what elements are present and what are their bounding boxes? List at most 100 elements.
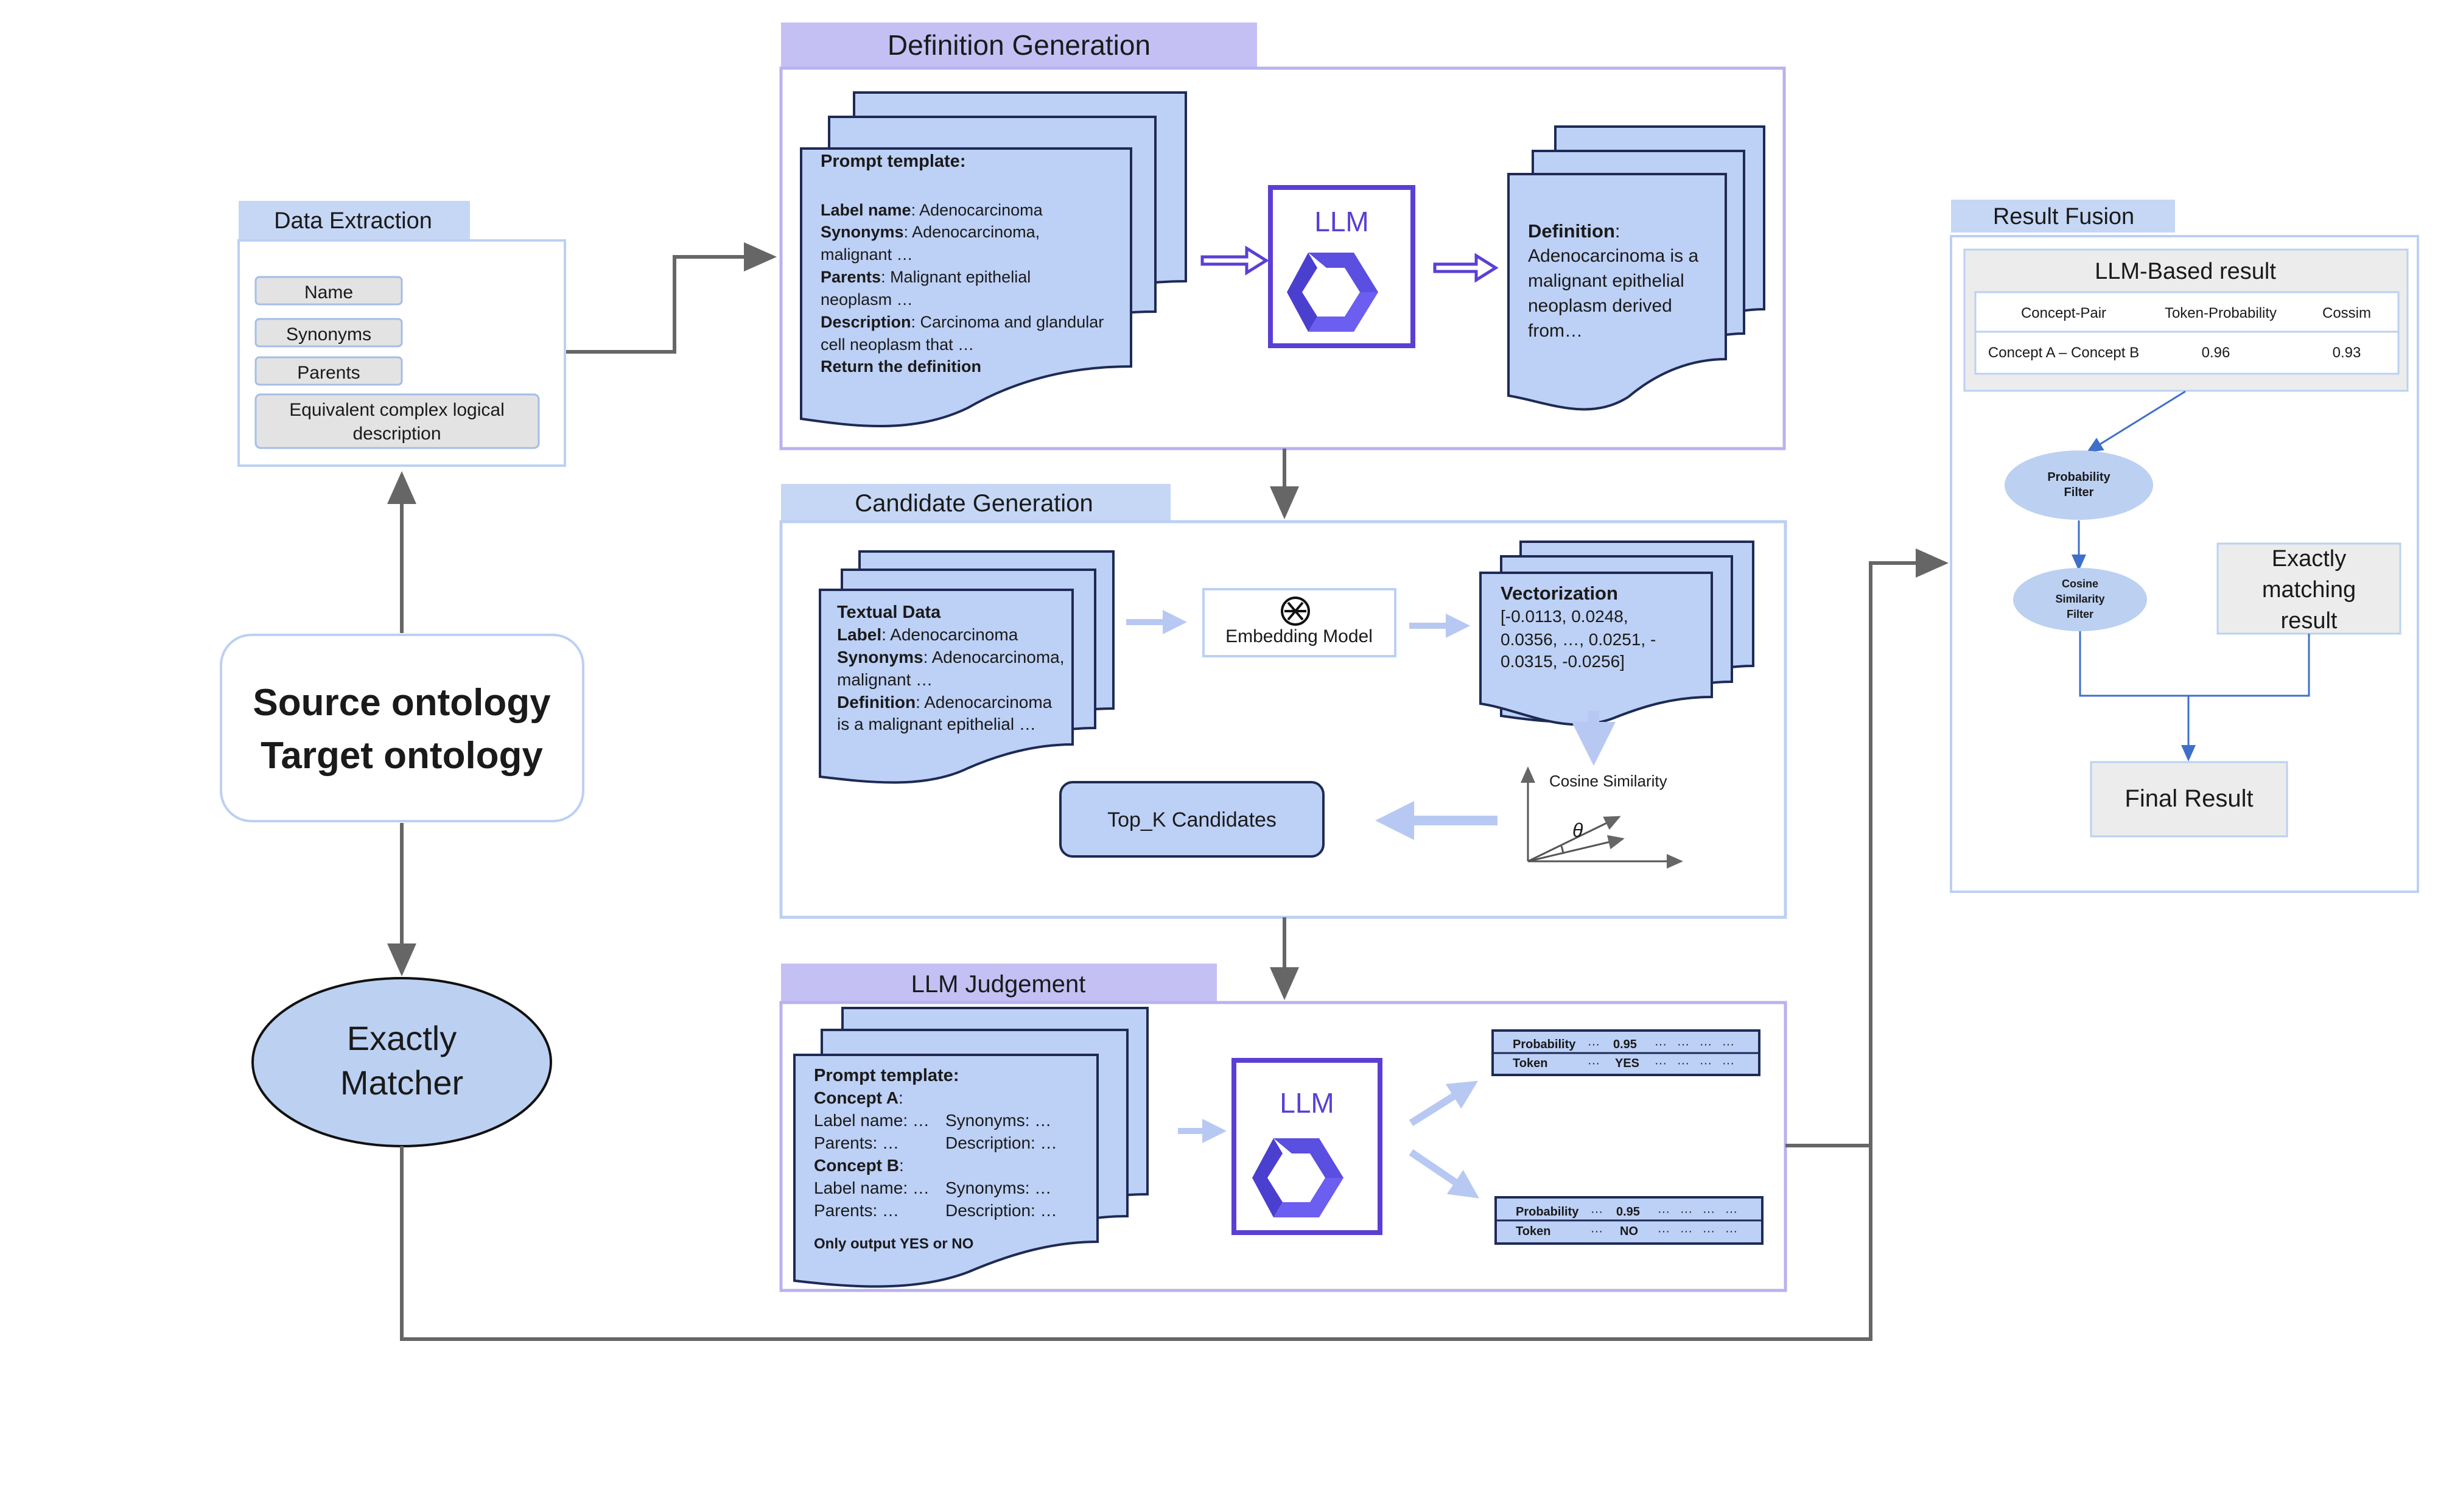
arrow-to-prob-filter	[2086, 390, 2186, 453]
yes-prob-label: Probability	[1513, 1038, 1576, 1051]
textual-synonyms-line2: malignant …	[837, 670, 933, 689]
candidate-generation-title: Candidate Generation	[855, 490, 1093, 517]
prompt-return-line: Return the definition	[821, 357, 981, 376]
concept-a-label: Concept A:	[814, 1088, 903, 1107]
judgement-prompt-header: Prompt template:	[814, 1066, 959, 1085]
vector-header: Vectorization	[1501, 583, 1618, 604]
definition-line4: from…	[1528, 321, 1583, 341]
textual-definition-line2: is a malignant epithelial …	[837, 715, 1036, 733]
concept-b-synonyms: Synonyms: …	[945, 1178, 1051, 1197]
cosine-similarity-label: Cosine Similarity	[1549, 772, 1667, 790]
field-name-label: Name	[304, 282, 353, 303]
data-extraction-tab	[239, 201, 470, 240]
final-result-box: Final Result	[2090, 761, 2288, 838]
textual-header: Textual Data	[837, 603, 941, 622]
no-dash-c: ···	[1703, 1205, 1715, 1219]
no-dash-e: ···	[1658, 1225, 1670, 1238]
field-synonyms	[254, 318, 403, 348]
prob-filter-line2: Filter	[2064, 486, 2094, 499]
source-target-node: Source ontology Target ontology	[220, 634, 584, 822]
llm-label-judgement: LLM	[1280, 1087, 1334, 1119]
yes-dash-e: ···	[1655, 1057, 1667, 1070]
llm-judgement-tab	[781, 964, 1217, 1003]
textual-label-line: Label: Adenocarcinoma	[837, 625, 1018, 644]
field-parents	[254, 356, 403, 386]
llm-box-definition: LLM	[1268, 185, 1415, 348]
field-complex-line1: Equivalent complex logical	[289, 400, 505, 420]
yes-token-dash: ···	[1588, 1057, 1600, 1070]
topk-candidates-box: Top_K Candidates	[1059, 781, 1325, 858]
llm-judgement-title: LLM Judgement	[911, 971, 1086, 998]
connector-judgement-to-fusion	[1785, 548, 1949, 1147]
prob-filter-line1: Probability	[2047, 471, 2110, 484]
yes-dash-f: ···	[1677, 1057, 1689, 1070]
definition-generation-title: Definition Generation	[888, 29, 1151, 61]
no-token-value: NO	[1620, 1225, 1638, 1238]
definition-line3: neoplasm derived	[1528, 296, 1672, 316]
vector-line1: [-0.0113, 0.0248,	[1501, 607, 1628, 626]
prompt-description-line: Description: Carcinoma and glandular	[821, 313, 1104, 331]
arrow-to-no-output	[1409, 1149, 1479, 1199]
prompt-synonyms-line: Synonyms: Adenocarcinoma,	[821, 223, 1040, 241]
table-cell-cossim: 0.93	[2333, 345, 2361, 361]
cosine-similarity-plot: Cosine Similarity θ	[1521, 766, 1683, 869]
vectorization-stack: Vectorization [-0.0113, 0.0248, 0.0356, …	[1479, 541, 1754, 726]
no-dash-d: ···	[1725, 1205, 1737, 1219]
exact-line3: result	[2281, 608, 2338, 634]
double-arrow-icon	[1433, 253, 1499, 283]
no-dash-a: ···	[1658, 1205, 1670, 1219]
field-parents-label: Parents	[297, 363, 360, 383]
no-dash-b: ···	[1680, 1205, 1692, 1219]
embedding-model-box: Embedding Model	[1202, 588, 1396, 657]
prompt-synonyms-line2: malignant …	[821, 245, 913, 264]
definition-generation-panel: Definition Generation Prompt template: L…	[779, 23, 1786, 450]
judgement-prompt-stack: Prompt template: Concept A: Label name: …	[793, 1007, 1149, 1288]
embedding-model-label: Embedding Model	[1225, 626, 1373, 646]
concept-a-parents: Parents: …	[814, 1133, 899, 1152]
prompt-description-line2: cell neoplasm that …	[821, 335, 974, 354]
exact-line2: matching	[2262, 577, 2356, 603]
vector-line2: 0.0356, …, 0.0251, -	[1501, 630, 1656, 649]
yes-dash-b: ···	[1677, 1038, 1689, 1051]
llm-result-title: LLM-Based result	[2095, 259, 2276, 284]
llm-box-judgement: LLM	[1231, 1058, 1382, 1235]
llm-logo-icon	[1252, 1138, 1343, 1217]
concept-b-description: Description: …	[945, 1201, 1057, 1220]
vector-line3: 0.0315, -0.0256]	[1501, 652, 1625, 671]
no-prob-label: Probability	[1516, 1205, 1579, 1219]
theta-label: θ	[1572, 819, 1583, 841]
definition-header: Definition:	[1528, 220, 1620, 242]
table-header-cossim: Cossim	[2322, 305, 2371, 321]
definition-generation-tab	[781, 23, 1257, 68]
openai-logo-icon	[1281, 597, 1310, 626]
result-fusion-tab	[1951, 200, 2175, 233]
prompt-header: Prompt template:	[821, 152, 965, 171]
table-header-prob: Token-Probability	[2165, 305, 2277, 321]
definition-line1: Adenocarcinoma is a	[1528, 246, 1698, 266]
result-fusion-title: Result Fusion	[1993, 204, 2134, 229]
concept-a-description: Description: …	[945, 1133, 1057, 1152]
matcher-line1: Exactly	[347, 1019, 457, 1057]
merge-lines	[2079, 631, 2310, 697]
llm-judgement-panel: LLM Judgement Prompt template: Concept A…	[779, 964, 1787, 1292]
yes-prob-dash: ···	[1588, 1038, 1600, 1051]
candidate-generation-tab	[781, 484, 1171, 522]
exact-line1: Exactly	[2272, 546, 2346, 572]
definition-line2: malignant epithelial	[1528, 271, 1684, 291]
yes-dash-c: ···	[1700, 1038, 1712, 1051]
yes-dash-a: ···	[1655, 1038, 1667, 1051]
table-header-pair: Concept-Pair	[2021, 305, 2106, 321]
llm-label-definition: LLM	[1314, 206, 1368, 237]
connectors	[387, 242, 1949, 1341]
exactly-matching-result-box: Exactly matching result	[2216, 542, 2401, 635]
no-prob-dash: ···	[1591, 1205, 1603, 1219]
candidate-generation-panel: Candidate Generation Textual Data Label:…	[779, 484, 1787, 919]
cos-filter-line3: Filter	[2067, 608, 2093, 620]
textual-synonyms-line: Synonyms: Adenocarcinoma,	[837, 648, 1065, 667]
cos-filter-line2: Similarity	[2055, 593, 2104, 605]
result-table	[1974, 291, 2400, 375]
no-token-label: Token	[1516, 1225, 1550, 1238]
field-synonyms-label: Synonyms	[286, 324, 371, 345]
no-dash-f: ···	[1680, 1225, 1692, 1238]
